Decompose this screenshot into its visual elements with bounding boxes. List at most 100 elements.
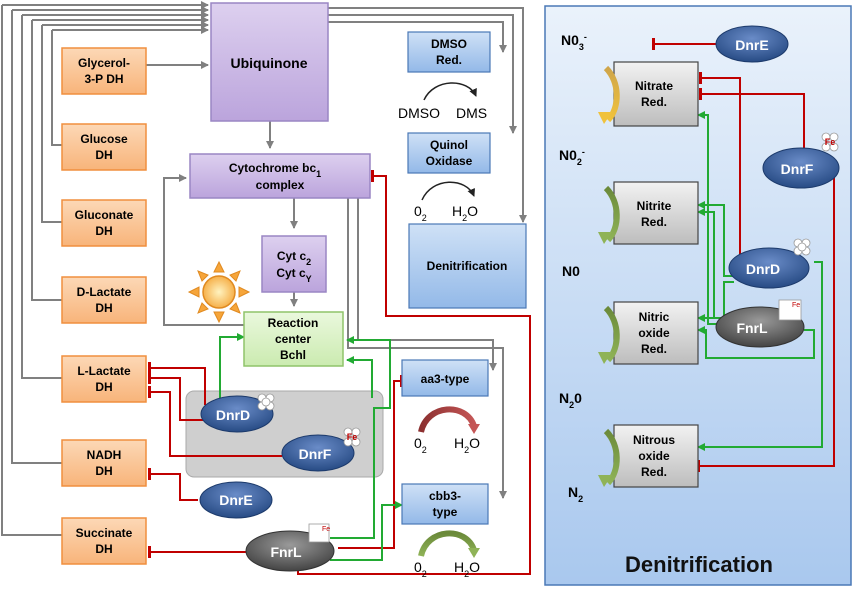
n2o-label: N20: [559, 390, 582, 410]
cytochrome-bc1-label-2: complex: [256, 178, 305, 192]
dmso-reaction-from: DMSO: [398, 105, 440, 121]
nitric-oxide-red-label-2: oxide: [638, 326, 670, 340]
dnre-regulator-right: DnrE: [715, 25, 789, 63]
fnrl-regulator-left: FnrL Fe: [245, 523, 335, 572]
gluconate-dh-label-2: DH: [95, 224, 112, 238]
cbb3-label-1: cbb3-: [429, 489, 461, 503]
dmso-red-label-2: Red.: [436, 53, 462, 67]
d-lactate-dh-box: D-Lactate DH: [61, 276, 147, 324]
glycerol-3p-dh-label-1: Glycerol-: [78, 56, 130, 70]
quinol-h2o-label: H2O: [452, 203, 478, 223]
glycerol-3p-dh-label-2: 3-P DH: [84, 72, 123, 86]
no-label: N0: [562, 263, 580, 279]
glucose-dh-label-2: DH: [95, 148, 112, 162]
dnre-regulator-left: DnrE: [199, 481, 273, 519]
nitrous-oxide-red-label-3: Red.: [641, 465, 667, 479]
cbb3-oxidase-box: cbb3- type: [401, 483, 489, 525]
nitric-oxide-reductase: Nitric oxide Red.: [598, 301, 699, 365]
iron-cluster-icon: Fe: [821, 132, 839, 152]
dmso-reaction-to: DMS: [456, 105, 487, 121]
reaction-center-label-3: Bchl: [280, 348, 306, 362]
activation-lines: [219, 333, 403, 561]
d-lactate-dh-label-2: DH: [95, 301, 112, 315]
cbb3-h2o-label: H2O: [454, 559, 480, 579]
dnrd-regulator-right: DnrD: [728, 238, 811, 289]
fe-label-fnrl-left: Fe: [322, 526, 330, 533]
nitrate-reductase: Nitrate Red.: [598, 61, 699, 127]
aa3-reaction-arrow: [418, 406, 477, 433]
quinol-oxidase-label-1: Quinol: [430, 138, 468, 152]
dmso-reaction-arrow: [423, 82, 477, 101]
nitrate-red-label-1: Nitrate: [635, 79, 673, 93]
dnrd-right-label: DnrD: [746, 261, 780, 277]
fe-label-dnrf-left: Fe: [347, 432, 358, 442]
nitrite-reductase: Nitrite Red.: [598, 181, 699, 245]
heme-icon: [257, 393, 275, 411]
nitric-oxide-red-label-1: Nitric: [639, 310, 670, 324]
denitrification-panel-title: Denitrification: [625, 552, 773, 577]
glycerol-3p-dh-box: Glycerol- 3-P DH: [61, 47, 147, 95]
nitrous-oxide-red-label-1: Nitrous: [633, 433, 675, 447]
reaction-center-label-1: Reaction: [268, 316, 319, 330]
dmso-red-label-1: DMSO: [431, 37, 467, 51]
nitric-oxide-red-label-3: Red.: [641, 342, 667, 356]
fnrl-regulator-right: FnrL Fe: [715, 299, 805, 348]
fe-label-fnrl-right: Fe: [792, 302, 800, 309]
succinate-dh-label-1: Succinate: [76, 526, 133, 540]
aa3-h2o-label: H2O: [454, 435, 480, 455]
cbb3-reaction-arrow: [418, 530, 477, 557]
l-lactate-dh-label-2: DH: [95, 380, 112, 394]
iron-cluster-icon: Fe: [343, 427, 361, 447]
dnrd-left-label: DnrD: [216, 407, 250, 423]
cyt-cy-label: Cyt cY: [276, 266, 311, 284]
fnrl-left-label: FnrL: [270, 544, 302, 560]
glucose-dh-box: Glucose DH: [61, 123, 147, 171]
nadh-dh-box: NADH DH: [61, 439, 147, 487]
dnrf-regulator-right: DnrF Fe: [762, 132, 840, 189]
succinate-dh-label-2: DH: [95, 542, 112, 556]
n2-label: N2: [568, 484, 583, 504]
dnrf-left-label: DnrF: [299, 446, 332, 462]
nitrite-red-label-2: Red.: [641, 215, 667, 229]
cyt-c2-label: Cyt c2: [277, 249, 311, 267]
no3-label: N03-: [561, 32, 587, 52]
fnrl-right-label: FnrL: [736, 320, 768, 336]
cbb3-o2-label: 02: [414, 559, 427, 579]
denitrification-box: Denitrification: [408, 223, 527, 309]
ubiquinone-label: Ubiquinone: [231, 55, 308, 71]
quinol-oxidase-reaction-arrow: [421, 181, 475, 201]
reaction-center-label-2: center: [275, 332, 311, 346]
nadh-dh-label-1: NADH: [87, 448, 122, 462]
sun-icon: [187, 260, 251, 324]
quinol-oxidase-label-2: Oxidase: [426, 154, 473, 168]
aa3-label: aa3-type: [421, 372, 470, 386]
gluconate-dh-box: Gluconate DH: [61, 199, 147, 247]
repression-lines: [148, 170, 531, 575]
denitrification-box-label: Denitrification: [427, 259, 508, 273]
nitrous-oxide-reductase: Nitrous oxide Red.: [598, 424, 699, 488]
dnre-right-label: DnrE: [735, 37, 768, 53]
dehydrogenase-boxes: Glycerol- 3-P DH Glucose DH Gluconate DH…: [61, 47, 147, 565]
fe-label-dnrf-right: Fe: [825, 137, 836, 147]
nitrate-red-label-2: Red.: [641, 95, 667, 109]
dnrd-regulator-left: DnrD: [200, 393, 275, 433]
quinol-oxidase-box: Quinol Oxidase: [407, 132, 491, 174]
nitrite-red-label-1: Nitrite: [637, 199, 672, 213]
aa3-oxidase-box: aa3-type: [401, 359, 489, 397]
gluconate-dh-label-1: Gluconate: [75, 208, 134, 222]
quinol-o2-label: 02: [414, 203, 427, 223]
glucose-dh-label-1: Glucose: [80, 132, 128, 146]
ubiquinone-box: Ubiquinone: [210, 2, 329, 122]
dnrf-right-label: DnrF: [781, 161, 814, 177]
succinate-dh-box: Succinate DH: [61, 517, 147, 565]
dnre-left-label: DnrE: [219, 492, 252, 508]
nadh-dh-label-2: DH: [95, 464, 112, 478]
dnrf-regulator-left: DnrF Fe: [281, 427, 361, 472]
iron-sulfur-cluster-icon: Fe: [778, 299, 802, 321]
aa3-o2-label: 02: [414, 435, 427, 455]
electron-flow-lines: [1, 1, 527, 536]
no2-label: N02-: [559, 147, 585, 167]
l-lactate-dh-label-1: L-Lactate: [77, 364, 131, 378]
panel-activation-lines: [697, 111, 823, 451]
